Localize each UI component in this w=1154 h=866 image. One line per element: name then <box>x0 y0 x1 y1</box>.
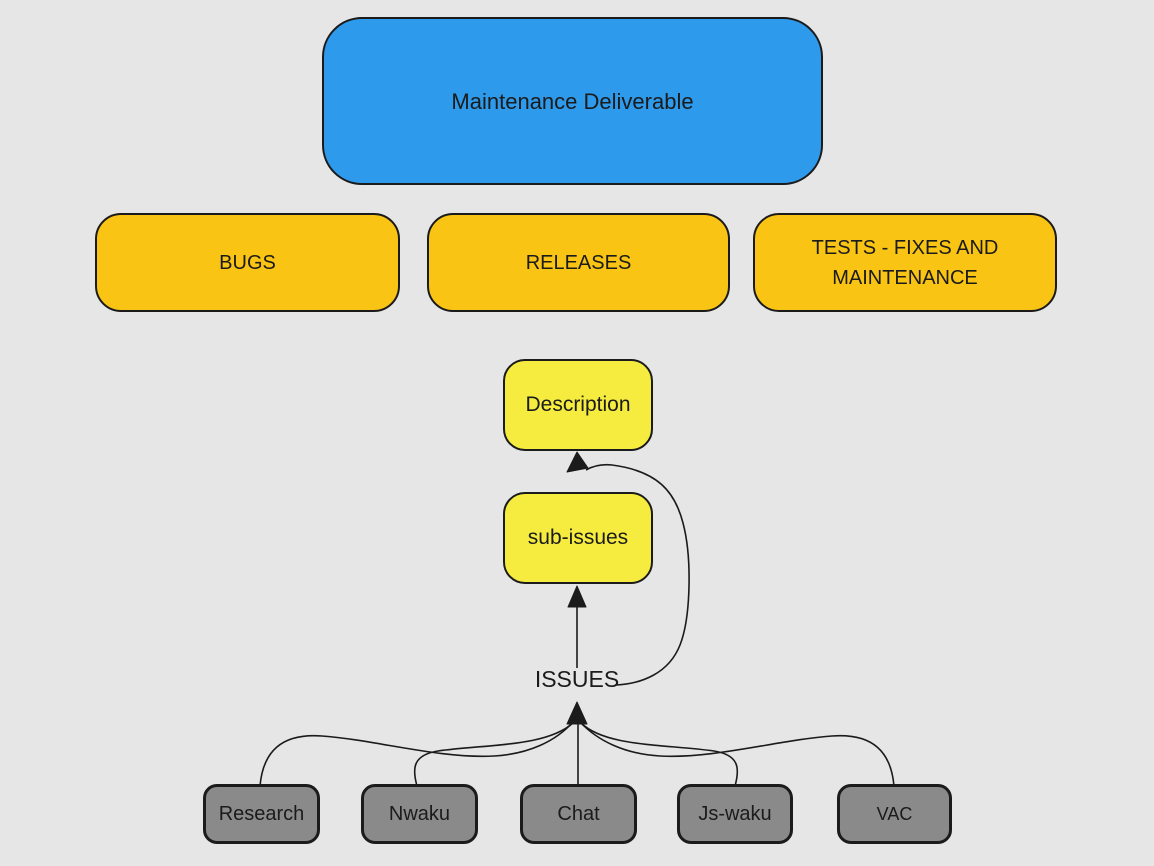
node-research: Research <box>203 784 320 844</box>
connector-vac-to-issues <box>579 721 895 787</box>
node-description-label: Description <box>525 393 631 417</box>
connector-research-to-issues <box>259 721 574 787</box>
issues-label: ISSUES <box>534 666 620 692</box>
node-sub-issues-label: sub-issues <box>527 526 629 550</box>
node-chat: Chat <box>520 784 637 844</box>
node-chat-label: Chat <box>557 803 600 825</box>
node-vac-label: VAC <box>876 803 913 824</box>
arrowhead-issues <box>566 701 588 725</box>
node-vac: VAC <box>837 784 952 844</box>
node-js-waku: Js-waku <box>677 784 793 844</box>
arrowhead-description <box>566 451 589 473</box>
connector-jswaku-to-issues <box>580 722 739 787</box>
connector-nwaku-to-issues <box>413 722 574 787</box>
node-tests-fixes-maintenance: TESTS - FIXES AND MAINTENANCE <box>753 213 1057 312</box>
node-nwaku-label: Nwaku <box>388 803 451 825</box>
node-description: Description <box>503 359 653 451</box>
node-tests-fixes-maintenance-label: TESTS - FIXES AND MAINTENANCE <box>811 236 999 289</box>
node-nwaku: Nwaku <box>361 784 478 844</box>
node-js-waku-label: Js-waku <box>698 803 772 825</box>
arrowhead-subissues <box>567 585 587 608</box>
node-maintenance-deliverable: Maintenance Deliverable <box>322 17 823 185</box>
node-sub-issues: sub-issues <box>503 492 653 584</box>
node-maintenance-deliverable-label: Maintenance Deliverable <box>451 88 694 114</box>
node-releases-label: RELEASES <box>525 251 632 274</box>
node-releases: RELEASES <box>427 213 730 312</box>
node-research-label: Research <box>218 803 305 825</box>
node-bugs-label: BUGS <box>219 251 276 274</box>
node-bugs: BUGS <box>95 213 400 312</box>
